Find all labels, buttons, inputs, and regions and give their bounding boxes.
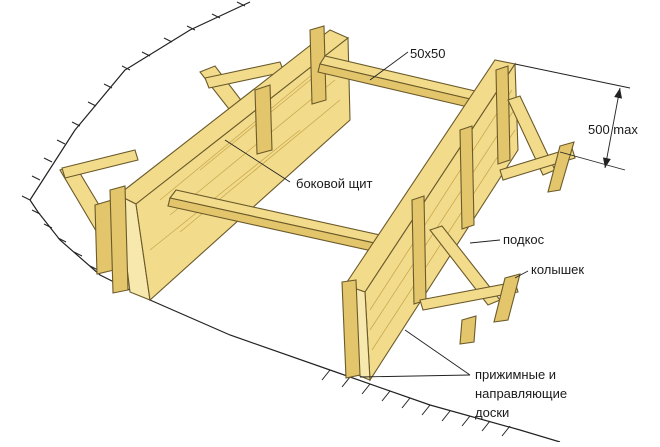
label-section-50x50: 50x50 xyxy=(410,46,445,61)
label-clamp-boards-line1: прижимные и xyxy=(475,367,556,382)
right-braces xyxy=(419,95,576,345)
cross-spacers xyxy=(167,55,506,263)
label-clamp-boards-line2: направляющие xyxy=(475,386,567,401)
dimension-500max xyxy=(514,63,631,171)
left-braces xyxy=(59,61,285,275)
label-side-panel: боковой щит xyxy=(296,176,373,191)
right-side-panel xyxy=(341,59,519,382)
left-side-panel xyxy=(109,25,351,302)
label-clamp-boards-line3: доски xyxy=(475,405,509,420)
label-height-500max: 500 max xyxy=(588,122,638,137)
label-brace: подкос xyxy=(503,232,545,247)
ground-hatching xyxy=(21,1,511,437)
label-stake: колышек xyxy=(531,262,584,277)
leader-lines xyxy=(224,51,529,378)
